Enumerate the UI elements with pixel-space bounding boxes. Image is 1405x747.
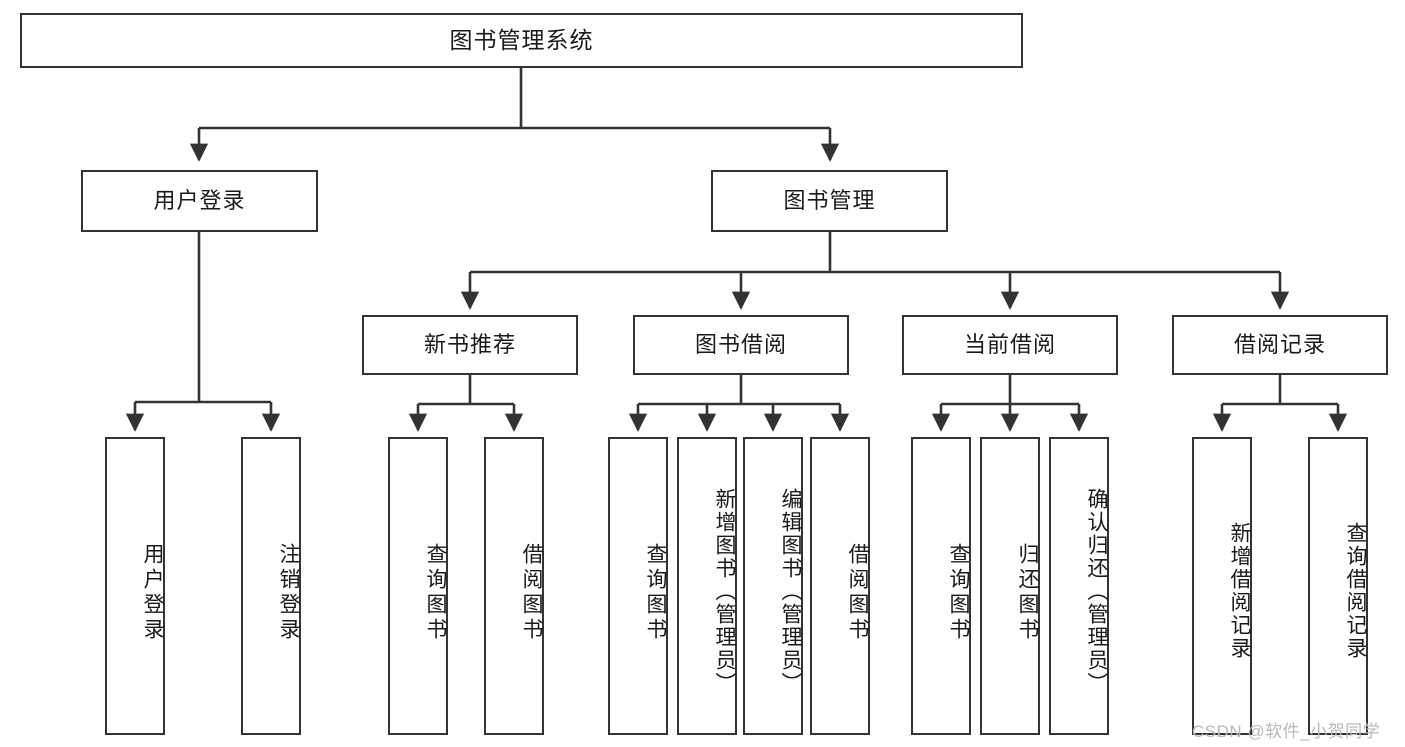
- node-label: 用户登录: [141, 543, 164, 643]
- node-label: 图书管理系统: [449, 26, 594, 53]
- node-label: 新增借阅记录: [1228, 522, 1251, 660]
- node-book-borrow[interactable]: 图书借阅: [633, 315, 849, 375]
- node-user-login[interactable]: 用户登录: [81, 170, 318, 232]
- leaf-user-login-login[interactable]: 用户登录: [105, 437, 165, 735]
- leaf-user-login-logout[interactable]: 注销登录: [241, 437, 301, 735]
- node-label: 查询图书: [947, 543, 970, 643]
- leaf-new-book-query-book[interactable]: 查询图书: [388, 437, 448, 735]
- node-book-management[interactable]: 图书管理: [711, 170, 948, 232]
- node-root-book-management-system[interactable]: 图书管理系统: [20, 13, 1023, 68]
- node-label: 借阅图书: [520, 543, 543, 643]
- leaf-current-borrow-confirm-return-admin[interactable]: 确认归还（管理员）: [1049, 437, 1109, 735]
- node-label: 查询借阅记录: [1344, 522, 1367, 660]
- node-label: 确认归还（管理员）: [1085, 487, 1108, 695]
- node-label: 查询图书: [644, 543, 667, 643]
- node-label: 归还图书: [1016, 543, 1039, 643]
- leaf-book-borrow-add-book-admin[interactable]: 新增图书（管理员）: [677, 437, 737, 735]
- leaf-book-borrow-borrow-book[interactable]: 借阅图书: [810, 437, 870, 735]
- leaf-current-borrow-return-book[interactable]: 归还图书: [980, 437, 1040, 735]
- leaf-book-borrow-query-book[interactable]: 查询图书: [608, 437, 668, 735]
- node-label: 编辑图书（管理员）: [779, 487, 802, 695]
- leaf-new-book-borrow-book[interactable]: 借阅图书: [484, 437, 544, 735]
- node-label: 新增图书（管理员）: [713, 487, 736, 695]
- node-current-borrow[interactable]: 当前借阅: [902, 315, 1118, 375]
- leaf-borrow-record-add-record[interactable]: 新增借阅记录: [1192, 437, 1252, 735]
- node-label: 图书借阅: [694, 331, 787, 357]
- node-label: 借阅记录: [1233, 331, 1326, 357]
- node-label: 新书推荐: [423, 331, 516, 357]
- node-label: 当前借阅: [963, 331, 1056, 357]
- node-label: 查询图书: [424, 543, 447, 643]
- node-label: 用户登录: [153, 187, 246, 213]
- leaf-current-borrow-query-book[interactable]: 查询图书: [911, 437, 971, 735]
- leaf-book-borrow-edit-book-admin[interactable]: 编辑图书（管理员）: [743, 437, 803, 735]
- leaf-borrow-record-query-record[interactable]: 查询借阅记录: [1308, 437, 1368, 735]
- csdn-watermark: CSDN @软件_小贺同学: [1192, 717, 1380, 742]
- watermark-text: CSDN @软件_小贺同学: [1192, 722, 1381, 741]
- node-label: 注销登录: [277, 543, 300, 643]
- node-label: 图书管理: [783, 187, 876, 213]
- node-label: 借阅图书: [846, 543, 869, 643]
- node-new-book-recommend[interactable]: 新书推荐: [362, 315, 578, 375]
- node-borrow-record[interactable]: 借阅记录: [1172, 315, 1388, 375]
